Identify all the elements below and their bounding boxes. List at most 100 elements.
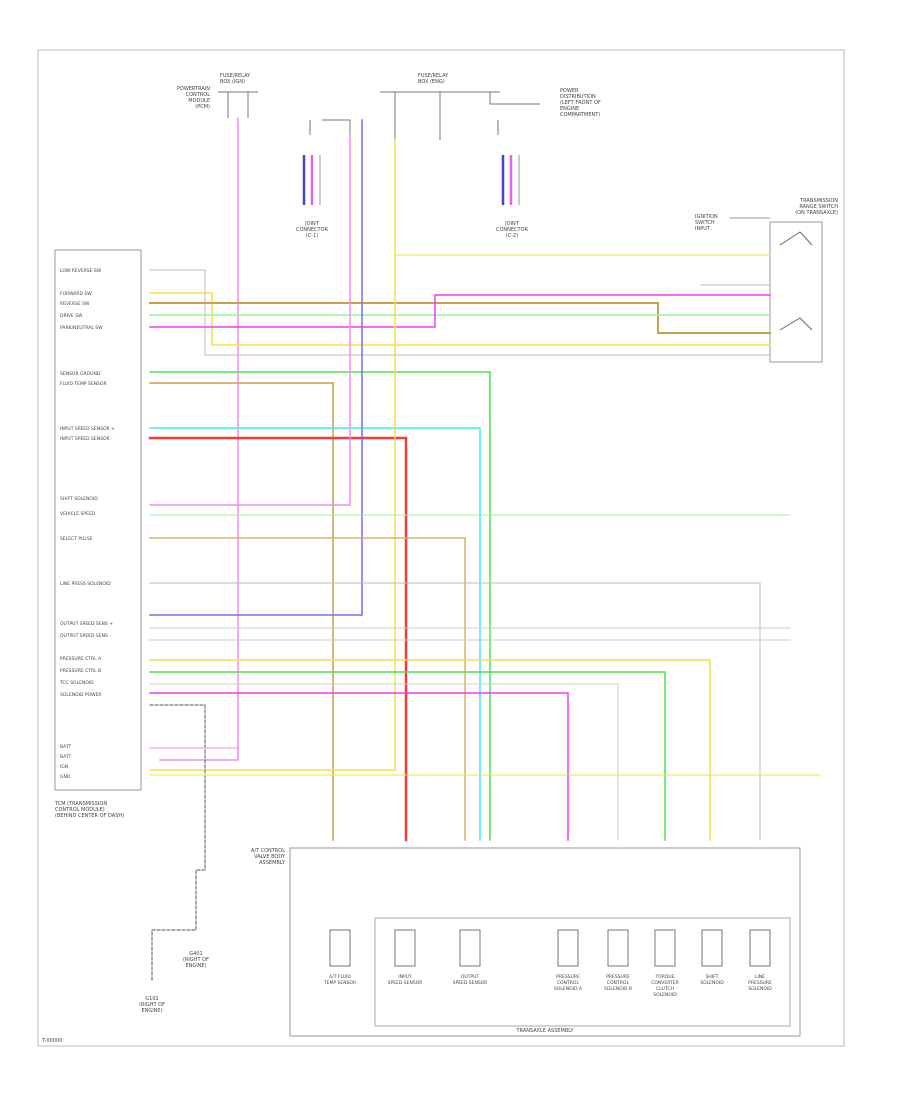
- tcm-pin-label: INPUT SPEED SENSOR -: [60, 436, 113, 442]
- jc-left-label-2: CONNECTOR: [296, 227, 329, 233]
- fuse-box-eng-label-2: BOX (ENG): [418, 79, 445, 85]
- ground-left: G101 (RIGHT OF ENGINE): [139, 996, 165, 1014]
- tcm-block: [54, 249, 142, 791]
- wire-black-ground: [149, 704, 206, 981]
- sensor-body: [557, 929, 579, 967]
- sensor-label: SOLENOID B: [604, 986, 632, 992]
- sensor-label: PRESSURE: [748, 980, 772, 986]
- ignition-label-1: IGNITION: [695, 214, 718, 220]
- ignition-label-2: SWITCH: [695, 220, 715, 226]
- tcm-pin-label: SOLENOID POWER: [60, 692, 102, 698]
- joint-connector-right: JOINT CONNECTOR (C-2): [496, 155, 529, 239]
- range-switch-box: [769, 221, 823, 363]
- valve-body-box: [374, 917, 791, 1027]
- wire-pink-pcm: [159, 117, 239, 761]
- sensor-body: [654, 929, 676, 967]
- wire-green-pcb: [149, 671, 666, 841]
- sensor-label: OUTPUT: [461, 974, 480, 980]
- valve-body-label: A/T CONTROL VALVE BODY ASSEMBLY: [251, 848, 286, 866]
- valve-body-label-2: VALVE BODY: [254, 854, 286, 860]
- power-distribution-label: POWER DISTRIBUTION (LEFT FRONT OF ENGINE…: [560, 88, 601, 118]
- wire-brown-reverse: [149, 302, 771, 334]
- fuse-taps: [309, 118, 499, 140]
- tcm-pin-label: GND: [60, 774, 71, 780]
- transaxle-assembly-box: [289, 847, 801, 1037]
- wire-gray-line-press: [149, 582, 761, 841]
- tcm-pin-label: OUTPUT SPEED SENS -: [60, 633, 111, 639]
- wire-brown-select: [149, 537, 466, 841]
- wire-yellow-fuse: [149, 139, 396, 771]
- fuse-box-ign-label: FUSE/RELAY BOX (IGN): [220, 73, 251, 85]
- tcm-caption: TCM (TRANSMISSION CONTROL MODULE) (BEHIN…: [54, 801, 124, 819]
- jc-right-label-3: (C-2): [506, 233, 518, 239]
- ground-left-2: (RIGHT OF: [139, 1002, 165, 1008]
- sensor-label: PRESSURE: [556, 974, 580, 980]
- fuse-box-eng-label-1: FUSE/RELAY: [418, 73, 449, 79]
- ground-right-1: G401: [189, 951, 202, 957]
- wire-cyan-iss-plus: [149, 427, 481, 841]
- power-dist-label-5: COMPARTMENT): [560, 112, 600, 118]
- sensor-label: CONVERTER: [651, 980, 679, 986]
- wire-harness: [148, 117, 821, 981]
- range-switch-label-3: (ON TRANSAXLE): [795, 210, 838, 216]
- tcm-pin-label: BATT: [60, 744, 71, 750]
- tcm-pin-label: VEHICLE SPEED: [60, 511, 96, 517]
- fuse-eng-outline: [380, 91, 540, 118]
- joint-connector-left: JOINT CONNECTOR (C-1): [296, 155, 329, 239]
- sensor-body: [329, 929, 351, 967]
- tcm-pin-label: OUTPUT SPEED SENS +: [60, 621, 113, 627]
- sensor-label: CLUTCH: [656, 986, 674, 992]
- range-switch-label-1: TRANSMISSION: [799, 198, 838, 204]
- fuse-box-lines: [218, 91, 540, 140]
- tcm-pin-label: PRESSURE CTRL B: [60, 668, 101, 674]
- wire-red-iss-minus: [148, 436, 408, 842]
- transaxle-title: TRANSAXLE ASSEMBLY: [516, 1028, 575, 1034]
- sensor-label: SHIFT: [706, 974, 719, 980]
- power-dist-label-1: POWER: [560, 88, 579, 94]
- wire-pink-sol-power: [149, 692, 569, 841]
- sensor-label: LINE: [755, 974, 765, 980]
- sensor-label: SPEED SENSOR: [453, 980, 488, 986]
- ignition-label-3: INPUT: [695, 226, 711, 232]
- jc-right-label-1: JOINT: [504, 221, 520, 227]
- tcm-caption-3: (BEHIND CENTER OF DASH): [55, 813, 124, 819]
- wire-yellow-forward: [149, 292, 771, 346]
- sensor-body: [459, 929, 481, 967]
- ground-left-3: ENGINE): [141, 1008, 162, 1014]
- sensor-body: [607, 929, 629, 967]
- sensor-label: CONTROL: [557, 980, 579, 986]
- sensor-label: PRESSURE: [606, 974, 630, 980]
- tcm-pin-label: IGN: [60, 764, 68, 770]
- sensor-label: SOLENOID: [653, 992, 677, 998]
- sensor-label: A/T FLUID: [329, 974, 351, 980]
- ground-left-1: G101: [145, 996, 158, 1002]
- wire-gray-oss: [149, 627, 791, 641]
- tcm-pin-label: SELECT PULSE: [60, 536, 93, 542]
- footer-code: T-00000: [41, 1038, 62, 1044]
- ground-right-2: (RIGHT OF: [183, 957, 209, 963]
- tcm-pin-label: INPUT SPEED SENSOR +: [60, 426, 115, 432]
- pcm-label-1: POWERTRAIN: [177, 86, 210, 92]
- tcm-caption-2: CONTROL MODULE): [55, 807, 105, 813]
- sensor-body: [749, 929, 771, 967]
- power-dist-label-4: ENGINE: [560, 106, 579, 112]
- wire-yellow-pca: [149, 659, 711, 841]
- tcm-pin-label: DRIVE SW: [60, 313, 83, 319]
- sensor-label: INPUT: [398, 974, 412, 980]
- wire-pink-park: [149, 294, 771, 328]
- fuse-box-ign-label-2: BOX (IGN): [220, 79, 245, 85]
- valve-body-label-1: A/T CONTROL: [251, 848, 285, 854]
- sensor-label: SOLENOID: [748, 986, 772, 992]
- pcm-label: POWERTRAIN CONTROL MODULE (PCM): [177, 86, 210, 110]
- tcm-caption-1: TCM (TRANSMISSION: [54, 801, 107, 807]
- tcm-pin-label: PARK/NEUTRAL SW: [60, 325, 103, 331]
- pcm-label-4: (PCM): [195, 104, 210, 110]
- ground-right: G401 (RIGHT OF ENGINE): [183, 951, 209, 969]
- jc-left-label-1: JOINT: [304, 221, 320, 227]
- sensor-label: SOLENOID A: [554, 986, 583, 992]
- tcm-pin-label: LINE PRESS SOLENOID: [60, 581, 111, 587]
